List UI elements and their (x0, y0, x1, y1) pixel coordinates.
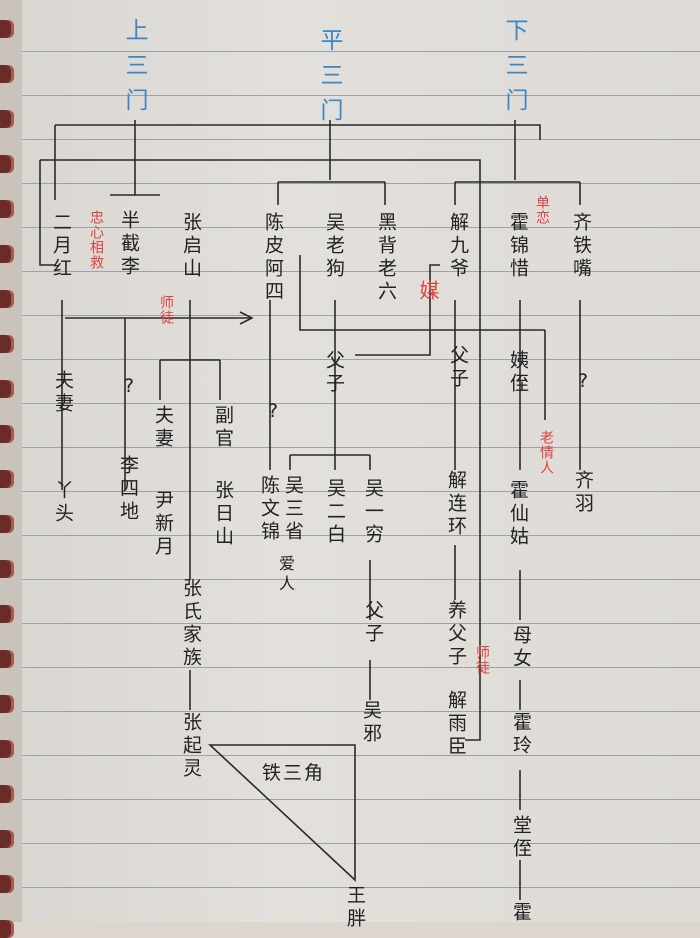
name-qi-yu: 齐羽 (572, 470, 594, 516)
notebook-spine (0, 0, 22, 922)
binder-ring (0, 380, 14, 398)
name-yin-xin-yue: 尹新月 (152, 490, 174, 559)
binder-ring (0, 920, 14, 938)
label-zhang-family: 张氏家族 (180, 578, 202, 670)
binder-ring (0, 155, 14, 173)
binder-ring (0, 245, 14, 263)
name-ya-tou: 丫头 (52, 480, 74, 526)
name-huo-last: 霍 (510, 902, 532, 925)
name-huo-jin-xi: 霍锦惜 (507, 212, 529, 281)
binder-ring (0, 470, 14, 488)
annotation-single-love: 单恋 (534, 195, 550, 225)
label-son: 父子 (323, 350, 345, 396)
name-xie-jiu-ye: 解九爷 (447, 212, 469, 281)
label-couple-1: 夫妻 (52, 370, 74, 416)
binder-ring (0, 425, 14, 443)
binder-ring (0, 290, 14, 308)
name-xie-lian-huan: 解连环 (445, 470, 467, 539)
binder-ring (0, 785, 14, 803)
label-lover: 爱人 (276, 555, 295, 595)
name-wu-san-xing: 吴三省 (282, 475, 304, 544)
name-ban-jie-li: 半截李 (118, 210, 140, 279)
name-er-yue-hong: 二月红 (50, 212, 72, 281)
name-chen-pi: 陈皮阿四 (262, 212, 284, 304)
header-upper: 上三门 (121, 18, 147, 123)
annotation-teacher-1: 师徒 (158, 295, 174, 325)
binder-ring (0, 560, 14, 578)
name-qi-tie-zui: 齐铁嘴 (570, 212, 592, 281)
top-bracket-line (55, 124, 541, 140)
name-wang-pang: 王胖 (344, 885, 366, 931)
annotation-old-lover: 老情人 (538, 430, 554, 475)
header-middle: 平三门 (316, 28, 342, 133)
binder-ring (0, 335, 14, 353)
label-adoptive-father: 养父子 (445, 600, 467, 669)
annotation-teacher-2: 师徒 (474, 645, 490, 675)
label-father-son: 父子 (362, 600, 384, 646)
binder-ring (0, 695, 14, 713)
label-deputy: 副官 (212, 405, 234, 451)
name-huo-xian-gu: 霍仙姑 (507, 480, 529, 549)
label-unknown-3: ? (572, 370, 594, 396)
label-iron-triangle: 铁三角 (262, 762, 326, 784)
binder-ring (0, 875, 14, 893)
name-hei-bei: 黑背老六 (375, 212, 397, 304)
label-unknown-2: ? (262, 400, 284, 426)
name-huo-ling: 霍玲 (510, 712, 532, 758)
binder-ring (0, 110, 14, 128)
loop-line (40, 159, 481, 741)
label-couple-2: 夫妻 (152, 405, 174, 451)
name-li-si-di: 李四地 (117, 455, 139, 524)
binder-ring (0, 740, 14, 758)
binder-ring (0, 830, 14, 848)
binder-ring (0, 650, 14, 668)
loop-left (39, 160, 55, 266)
binder-ring (0, 605, 14, 623)
label-father-son-lower: 父子 (447, 345, 469, 391)
name-wu-xie: 吴邪 (360, 700, 382, 746)
name-wu-lao-gou: 吴老狗 (323, 212, 345, 281)
name-wu-er-bai: 吴二白 (324, 478, 346, 547)
name-xie-yu-chen: 解雨臣 (445, 690, 467, 759)
header-lower: 下三门 (501, 18, 527, 123)
name-zhang-qi-shan: 张启山 (180, 212, 202, 281)
name-zhang-ri-shan: 张日山 (212, 480, 234, 549)
annotation-marriage: 媒 (416, 280, 440, 301)
label-cousin: 堂侄 (510, 815, 532, 861)
binder-ring (0, 515, 14, 533)
label-niece: 姨侄 (507, 350, 529, 396)
name-chen-wen-jin: 陈文锦 (258, 475, 280, 544)
label-unknown-1: ? (118, 375, 140, 401)
binder-ring (0, 65, 14, 83)
cross-line (299, 255, 545, 331)
binder-ring (0, 20, 14, 38)
label-mother-daughter: 母女 (510, 625, 532, 671)
annotation-loyal: 忠心相救 (88, 210, 104, 270)
name-zhang-qi-ling: 张起灵 (180, 712, 202, 781)
binder-ring (0, 200, 14, 218)
name-wu-yi-qiong: 吴一穷 (362, 478, 384, 547)
iron-triangle-shape (207, 744, 356, 882)
